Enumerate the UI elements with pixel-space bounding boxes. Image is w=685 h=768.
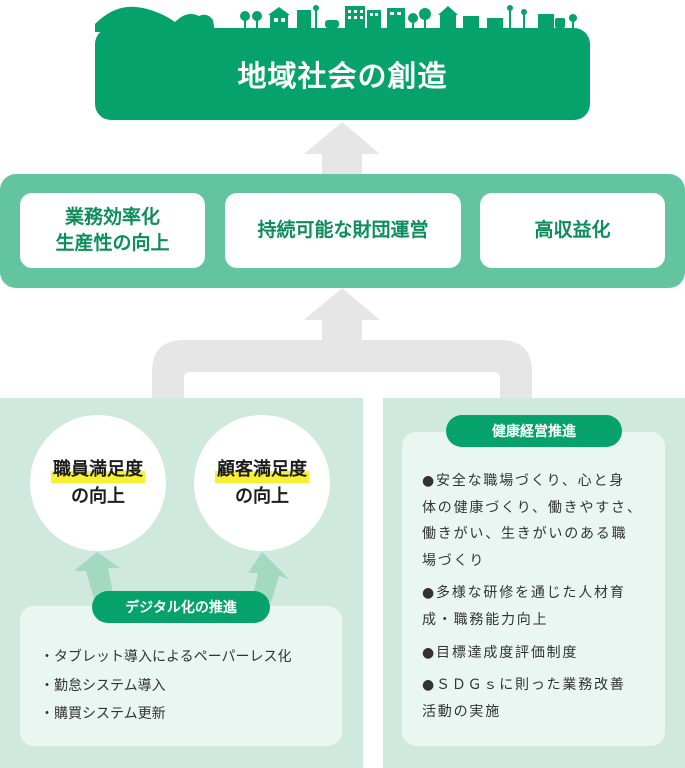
goal-profit-label: 高収益化: [534, 218, 611, 241]
health-item-evaluation: ●目標達成度評価制度: [422, 640, 662, 667]
lower-arrow-branch: [152, 340, 532, 398]
goal-efficiency-line1: 業務効率化: [64, 205, 160, 228]
customer-satisfaction-title: 顧客満足度: [215, 456, 309, 483]
digital-item: ・勤怠システム導入: [40, 677, 166, 694]
digital-item: ・購買システム更新: [40, 706, 166, 723]
staff-satisfaction-title: 職員満足度: [51, 456, 145, 483]
goal-sustainable: 持続可能な財団運営: [225, 193, 461, 268]
customer-satisfaction-circle: 顧客満足度 の向上: [194, 415, 330, 551]
health-item-line: 体の健康づくり、働きやすさ、: [422, 499, 643, 516]
staff-satisfaction-circle: 職員満足度 の向上: [30, 415, 166, 551]
digital-item: ・タブレット導入によるペーパーレス化: [40, 649, 292, 665]
digital-items: ・タブレット導入によるペーパーレス化 ・勤怠システム導入 ・購買システム更新: [40, 644, 340, 728]
health-item-line: 働きがい、生きがいのある職: [422, 526, 628, 543]
staff-satisfaction-subtitle: の向上: [71, 486, 125, 507]
health-item-training: ●多様な研修を通じた人材育 成・職務能力向上: [422, 580, 662, 633]
digital-pill: デジタル化の推進: [92, 591, 270, 623]
arrow-to-customer-circle: [248, 552, 289, 602]
banner-title: 地域社会の創造: [237, 59, 448, 93]
goal-profit: 高収益化: [480, 193, 665, 268]
community-creation-banner: 地域社会の創造: [95, 28, 590, 120]
goal-efficiency: 業務効率化 生産性の向上: [20, 193, 205, 268]
health-item-line: ●安全な職場づくり、心と身: [422, 473, 626, 489]
digital-pill-label: デジタル化の推進: [125, 600, 237, 616]
health-item-line: ●目標達成度評価制度: [422, 644, 579, 661]
health-box: [402, 432, 665, 746]
health-items: ●安全な職場づくり、心と身 体の健康づくり、働きやすさ、 働きがい、生きがいのあ…: [422, 468, 662, 725]
health-item-line: ●多様な研修を通じた人材育: [422, 585, 626, 602]
health-item-sdgs: ●ＳＤＧｓに則った業務改善 活動の実施: [422, 672, 662, 725]
lower-arrow-head: [304, 288, 380, 340]
goal-sustainable-label: 持続可能な財団運営: [257, 218, 429, 241]
goal-efficiency-line2: 生産性の向上: [55, 231, 170, 254]
health-item-line: 成・職務能力向上: [422, 611, 549, 628]
health-item-line: ●ＳＤＧｓに則った業務改善: [422, 677, 626, 694]
health-item-workplace: ●安全な職場づくり、心と身 体の健康づくり、働きやすさ、 働きがい、生きがいのあ…: [422, 468, 662, 574]
health-pill: 健康経営推進: [446, 415, 622, 447]
health-pill-label: 健康経営推進: [492, 424, 576, 440]
arrow-to-staff-circle: [74, 552, 120, 602]
town-skyline-illustration: [95, 5, 577, 32]
health-item-line: 場づくり: [422, 552, 486, 569]
digital-box: [20, 606, 342, 746]
customer-satisfaction-subtitle: の向上: [235, 486, 289, 507]
health-item-line: 活動の実施: [422, 703, 501, 720]
upper-arrow: [304, 122, 380, 176]
